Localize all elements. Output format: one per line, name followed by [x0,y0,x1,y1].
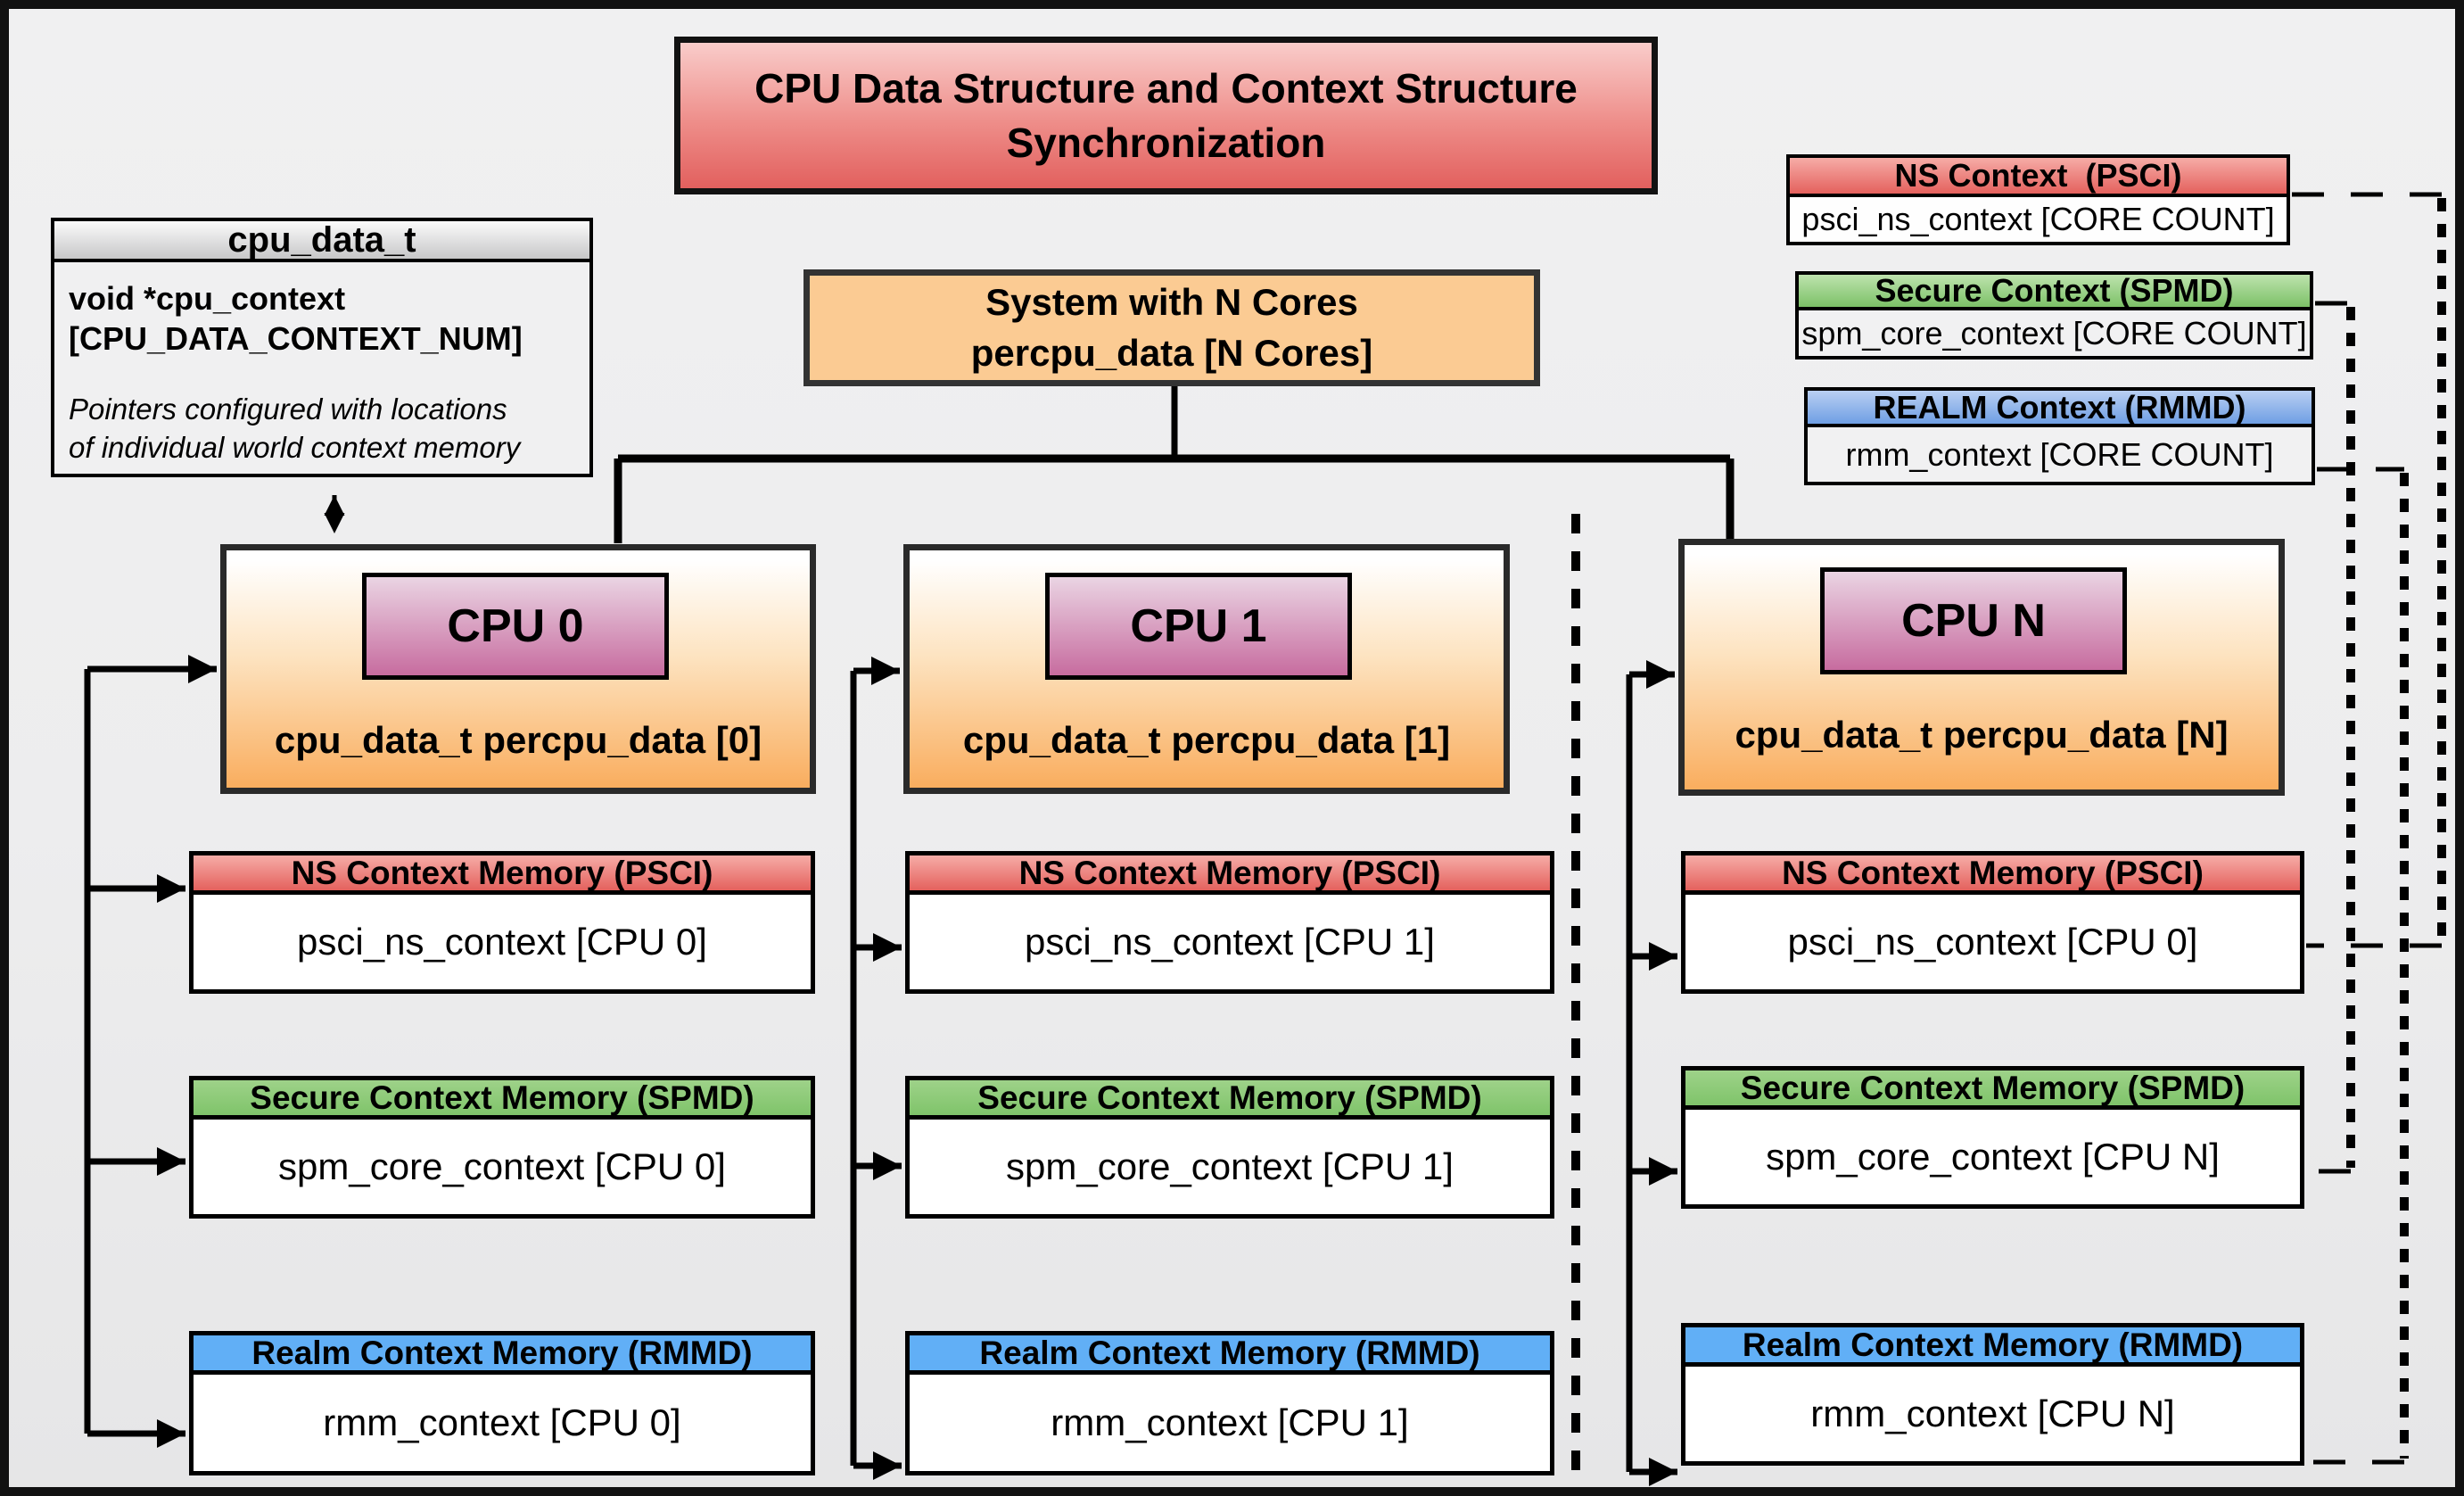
cpu0-box: CPU 0 cpu_data_t percpu_data [0] [220,544,816,794]
cpu1-ns-context-header: NS Context Memory (PSCI) [910,855,1550,895]
cpun-ns-context-value: psci_ns_context [CPU 0] [1787,921,2198,963]
cpun-label: CPU N [1820,567,2127,674]
cpu1-label: CPU 1 [1045,573,1352,680]
legend-secure-context: Secure Context (SPMD) spm_core_context [… [1795,271,2313,360]
cpu0-realm-context-header: Realm Context Memory (RMMD) [194,1335,811,1375]
cpu0-ns-context-box: NS Context Memory (PSCI) psci_ns_context… [189,851,815,994]
diagram-title-line1: CPU Data Structure and Context Structure [754,64,1578,112]
cpun-secure-context-value: spm_core_context [CPU N] [1766,1136,2220,1178]
cpu0-caption: cpu_data_t percpu_data [0] [274,719,762,761]
cpun-box: CPU N cpu_data_t percpu_data [N] [1678,539,2285,796]
diagram-title: CPU Data Structure and Context Structure… [674,37,1658,194]
cpu0-label: CPU 0 [362,573,669,680]
cpu0-secure-context-box: Secure Context Memory (SPMD) spm_core_co… [189,1076,815,1219]
cpu1-ns-context-box: NS Context Memory (PSCI) psci_ns_context… [905,851,1554,994]
system-box-line2: percpu_data [N Cores] [970,331,1373,374]
cpu1-secure-context-box: Secure Context Memory (SPMD) spm_core_co… [905,1076,1554,1219]
cpu1-ns-context-value: psci_ns_context [CPU 1] [1025,921,1435,963]
cpu1-realm-context-header: Realm Context Memory (RMMD) [910,1335,1550,1375]
cpu1-realm-context-box: Realm Context Memory (RMMD) rmm_context … [905,1331,1554,1475]
cpu-data-t-note: Pointers configured with locations of in… [69,391,575,467]
cpun-caption: cpu_data_t percpu_data [N] [1735,714,2229,756]
system-box: System with N Cores percpu_data [N Cores… [803,269,1540,386]
cpu-data-t-box: cpu_data_t void *cpu_context [CPU_DATA_C… [51,218,593,477]
cpun-realm-context-value: rmm_context [CPU N] [1810,1393,2175,1434]
cpu1-secure-context-value: spm_core_context [CPU 1] [1006,1145,1454,1187]
cpu0-realm-context-value: rmm_context [CPU 0] [323,1401,681,1443]
cpu1-realm-context-value: rmm_context [CPU 1] [1051,1401,1409,1443]
cpu0-ns-context-header: NS Context Memory (PSCI) [194,855,811,895]
cpu1-box: CPU 1 cpu_data_t percpu_data [1] [903,544,1510,794]
cpu1-caption: cpu_data_t percpu_data [1] [962,719,1451,761]
diagram-title-line2: Synchronization [1006,119,1326,166]
cpu-data-t-note-line2: of individual world context memory [69,430,521,464]
legend-ns-title: NS Context (PSCI) [1790,157,2287,197]
cpu1-secure-context-header: Secure Context Memory (SPMD) [910,1079,1550,1120]
cpun-realm-context-box: Realm Context Memory (RMMD) rmm_context … [1681,1323,2304,1466]
cpun-realm-context-header: Realm Context Memory (RMMD) [1685,1327,2300,1367]
cpu-data-t-note-line1: Pointers configured with locations [69,393,507,426]
cpu0-ns-context-value: psci_ns_context [CPU 0] [297,921,707,963]
cpu-data-t-body: void *cpu_context [CPU_DATA_CONTEXT_NUM]… [54,262,589,467]
legend-realm-value: rmm_context [CORE COUNT] [1808,427,2312,482]
cpu0-realm-context-box: Realm Context Memory (RMMD) rmm_context … [189,1331,815,1475]
cpu-data-t-field-line2: [CPU_DATA_CONTEXT_NUM] [69,320,523,357]
cpun-ns-context-box: NS Context Memory (PSCI) psci_ns_context… [1681,851,2304,994]
legend-realm-context: REALM Context (RMMD) rmm_context [CORE C… [1804,387,2315,485]
cpu0-secure-context-value: spm_core_context [CPU 0] [278,1145,726,1187]
system-box-line1: System with N Cores [985,280,1358,323]
cpun-secure-context-box: Secure Context Memory (SPMD) spm_core_co… [1681,1066,2304,1209]
cpu0-secure-context-header: Secure Context Memory (SPMD) [194,1079,811,1120]
legend-ns-value: psci_ns_context [CORE COUNT] [1790,197,2287,242]
legend-ns-context: NS Context (PSCI) psci_ns_context [CORE … [1786,154,2290,245]
cpun-ns-context-header: NS Context Memory (PSCI) [1685,855,2300,895]
cpun-secure-context-header: Secure Context Memory (SPMD) [1685,1070,2300,1110]
legend-secure-value: spm_core_context [CORE COUNT] [1799,310,2310,356]
legend-secure-title: Secure Context (SPMD) [1799,272,2310,310]
legend-realm-title: REALM Context (RMMD) [1808,389,2312,427]
cpu-data-t-field-line1: void *cpu_context [69,280,346,317]
cpu-data-t-header: cpu_data_t [54,220,589,262]
